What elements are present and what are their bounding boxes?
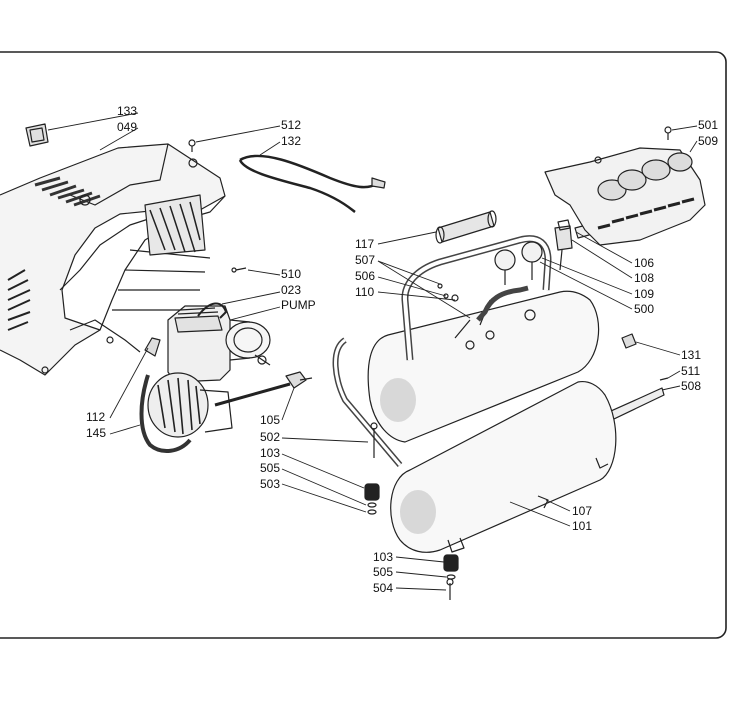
callout-508: 508: [681, 379, 701, 393]
upper-tank: [367, 235, 600, 443]
callout-107: 107: [572, 504, 592, 518]
callout-505-upper: 505: [260, 461, 280, 475]
callout-504: 504: [373, 581, 393, 595]
part-105-fitting: [214, 371, 313, 407]
callout-145: 145: [86, 426, 106, 440]
part-131-fitting: [621, 333, 637, 349]
callout-103-lower: 103: [373, 550, 393, 564]
part-101-lower-tank: [332, 337, 617, 553]
callout-pump: PUMP: [281, 298, 316, 312]
callout-502: 502: [260, 430, 280, 444]
callout-500: 500: [634, 302, 654, 316]
callout-505-lower: 505: [373, 565, 393, 579]
callout-049: 049: [117, 120, 137, 134]
callout-509: 509: [698, 134, 718, 148]
shroud-cover: [0, 143, 226, 376]
callout-101: 101: [572, 519, 592, 533]
callout-023: 023: [281, 283, 301, 297]
callout-105: 105: [260, 413, 280, 427]
callout-503: 503: [260, 477, 280, 491]
callout-131: 131: [681, 348, 701, 362]
callout-512: 512: [281, 118, 301, 132]
foot-assembly-lower: [443, 554, 459, 600]
part-510-screw: [231, 267, 247, 273]
leader-lines: [47, 112, 698, 591]
callout-110: 110: [355, 285, 374, 299]
part-132-power-cord: [238, 154, 379, 214]
callout-132: 132: [281, 134, 301, 148]
callout-506: 506: [355, 269, 375, 283]
part-133-clip: [25, 123, 49, 147]
callout-112: 112: [86, 410, 105, 424]
callout-108: 108: [634, 271, 654, 285]
pump-assembly: [147, 302, 271, 438]
callout-510: 510: [281, 267, 301, 281]
callout-106: 106: [634, 256, 654, 270]
part-145-hose: [139, 374, 192, 453]
callout-117: 117: [355, 237, 374, 251]
callout-103-upper: 103: [260, 446, 280, 460]
part-512-screw: [188, 139, 196, 152]
callout-133: 133: [117, 104, 137, 118]
diagram-frame: [0, 51, 727, 639]
callout-507: 507: [355, 253, 375, 267]
callout-labels: 133 049 512 132 510 023 PUMP 112 145 117…: [86, 104, 718, 595]
foot-assembly-upper: [364, 422, 380, 515]
part-509-top-shroud: [544, 126, 706, 246]
part-500-gauges: [494, 241, 543, 285]
part-117-handle-grip: [435, 210, 497, 244]
callout-109: 109: [634, 287, 654, 301]
callout-511: 511: [681, 364, 700, 378]
callout-501: 501: [698, 118, 718, 132]
